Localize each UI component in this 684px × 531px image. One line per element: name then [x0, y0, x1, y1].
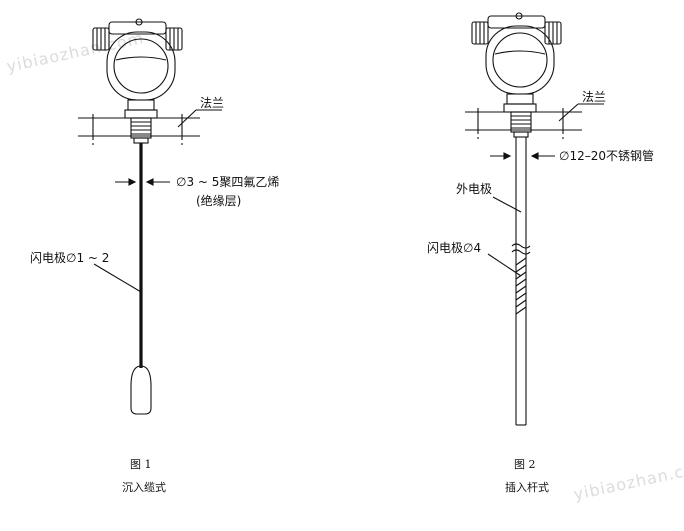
sinker-weight [130, 365, 152, 415]
figure-1-sensor [78, 18, 222, 415]
inner-electrode-hatch [515, 257, 527, 315]
fig1-caption-title: 沉入缆式 [122, 481, 166, 494]
fig1-flange-label: 法兰 [200, 96, 224, 110]
fig2-caption-number: 图 2 [514, 458, 536, 471]
watermark-left: yibiaozhan.com [5, 28, 146, 76]
figure-2-sensor [465, 12, 604, 426]
housing-cap [108, 21, 167, 35]
stainless-steel-rod [515, 137, 527, 426]
fig2-outer-electrode-label: 外电极 [456, 182, 492, 196]
fig2-flange-label: 法兰 [582, 90, 606, 104]
cable-gland-right-icon [165, 27, 183, 51]
fig2-inner-electrode-label: 闪电极∅4 [427, 241, 481, 255]
threaded-fitting [130, 117, 152, 139]
fig1-electrode-label: 闪电极∅1 ~ 2 [30, 251, 109, 265]
fig1-insulation-label: (绝缘层) [196, 193, 241, 208]
watermark-right: yibiaozhan.com [572, 456, 684, 504]
cable-gland-right-icon [544, 21, 562, 45]
fig2-caption-title: 插入杆式 [505, 480, 549, 494]
fig2-pipe-label: ∅12–20不锈钢管 [559, 148, 654, 163]
housing-screw [135, 18, 143, 26]
display-window [113, 38, 169, 94]
housing-neck [127, 99, 155, 111]
cable-gland-left-icon [92, 27, 110, 51]
cable-gland-left-icon [471, 21, 489, 45]
fig1-cable-label: ∅3 ~ 5聚四氟乙烯 [176, 175, 279, 189]
fig1-caption-number: 图 1 [130, 458, 152, 471]
